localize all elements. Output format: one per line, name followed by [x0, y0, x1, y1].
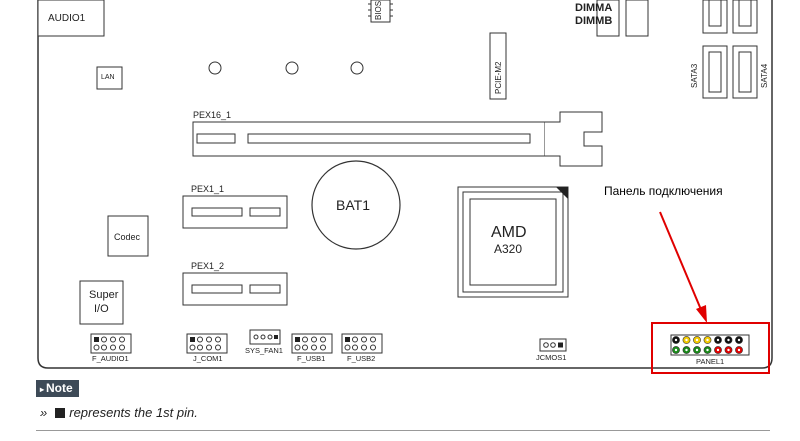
dimm-slot [596, 0, 620, 37]
note-divider [36, 430, 770, 431]
sys-fan-label: SYS_FAN1 [245, 346, 283, 355]
pex16-label: PEX16_1 [193, 110, 232, 120]
f-usb1-header [291, 333, 333, 354]
panel-pin-hole [706, 338, 709, 342]
note-tag: ▸Note [36, 380, 79, 397]
note-tag-label: Note [46, 381, 73, 395]
panel-pin-hole [674, 348, 678, 352]
f-usb1-label: F_USB1 [297, 354, 326, 363]
panel-pin-hole [695, 338, 699, 342]
super-io-label-1: Super [89, 289, 119, 301]
dimm-b-label: DIMMB [575, 15, 613, 27]
motherboard-diagram [37, 0, 773, 374]
panel-pin-hole [685, 348, 688, 352]
panel-pin-hole [737, 338, 741, 342]
audio-port [37, 0, 105, 37]
jcmos-header [539, 338, 567, 352]
mount-hole [208, 61, 222, 75]
panel-highlight-box [651, 322, 770, 374]
f-audio-header [90, 333, 132, 354]
panel-pin-hole [727, 338, 730, 342]
chipset-brand-label: AMD [491, 224, 527, 241]
sys-fan-header [249, 329, 281, 345]
f-audio-label: F_AUDIO1 [92, 354, 129, 363]
lan-chip [96, 66, 123, 90]
pcie-m2-slot [489, 32, 507, 100]
mount-hole [285, 61, 299, 75]
panel-pin-hole [706, 348, 709, 352]
callout-arrowhead [696, 305, 707, 323]
super-io-label-2: I/O [94, 303, 109, 315]
jcmos-label: JCMOS1 [536, 353, 567, 362]
callout-arrow [659, 211, 703, 313]
codec-label: Codec [114, 232, 141, 242]
pex1-1-label: PEX1_1 [191, 184, 225, 194]
panel-pin-hole [727, 348, 730, 352]
battery-label: BAT1 [336, 197, 370, 213]
dimm-slot [625, 0, 649, 37]
pex1-2-label: PEX1_2 [191, 261, 225, 271]
panel-pin-hole [674, 338, 678, 342]
panel-pin-hole [716, 348, 720, 352]
callout-caption: Панель подключения [604, 184, 723, 198]
dimm-a-label: DIMMA [575, 2, 613, 14]
j-com-header [186, 333, 228, 354]
battery [311, 160, 401, 250]
j-com-label: J_COM1 [193, 354, 223, 363]
note-body: represents the 1st pin. [69, 405, 198, 420]
super-io-chip [79, 280, 124, 325]
pin1-square-icon [55, 408, 66, 418]
panel-pin-hole [685, 338, 688, 342]
sata4-label: SATA4 [760, 63, 769, 88]
codec-chip [107, 215, 149, 257]
panel-pin-hole [737, 348, 741, 352]
sata3-label: SATA3 [690, 63, 699, 88]
panel-pin-hole [716, 338, 720, 342]
mount-hole [350, 61, 364, 75]
note-bullet: » [40, 405, 48, 420]
bios-chip [370, 0, 391, 23]
pcie-m2-label: PCIE-M2 [494, 61, 503, 94]
panel-label: PANEL1 [696, 357, 725, 366]
note-triangle-icon: ▸ [40, 385, 45, 394]
f-usb2-label: F_USB2 [347, 354, 376, 363]
chipset-die [469, 198, 557, 286]
chipset-model-label: A320 [494, 242, 523, 256]
panel-header [670, 334, 750, 356]
lan-label: LAN [101, 74, 115, 81]
bios-label: BIOS [374, 0, 383, 20]
f-usb2-header [341, 333, 383, 354]
audio-label: AUDIO1 [48, 13, 86, 24]
note-text: » represents the 1st pin. [40, 405, 198, 420]
board-outline [37, 0, 773, 369]
panel-pin-hole [695, 348, 699, 352]
